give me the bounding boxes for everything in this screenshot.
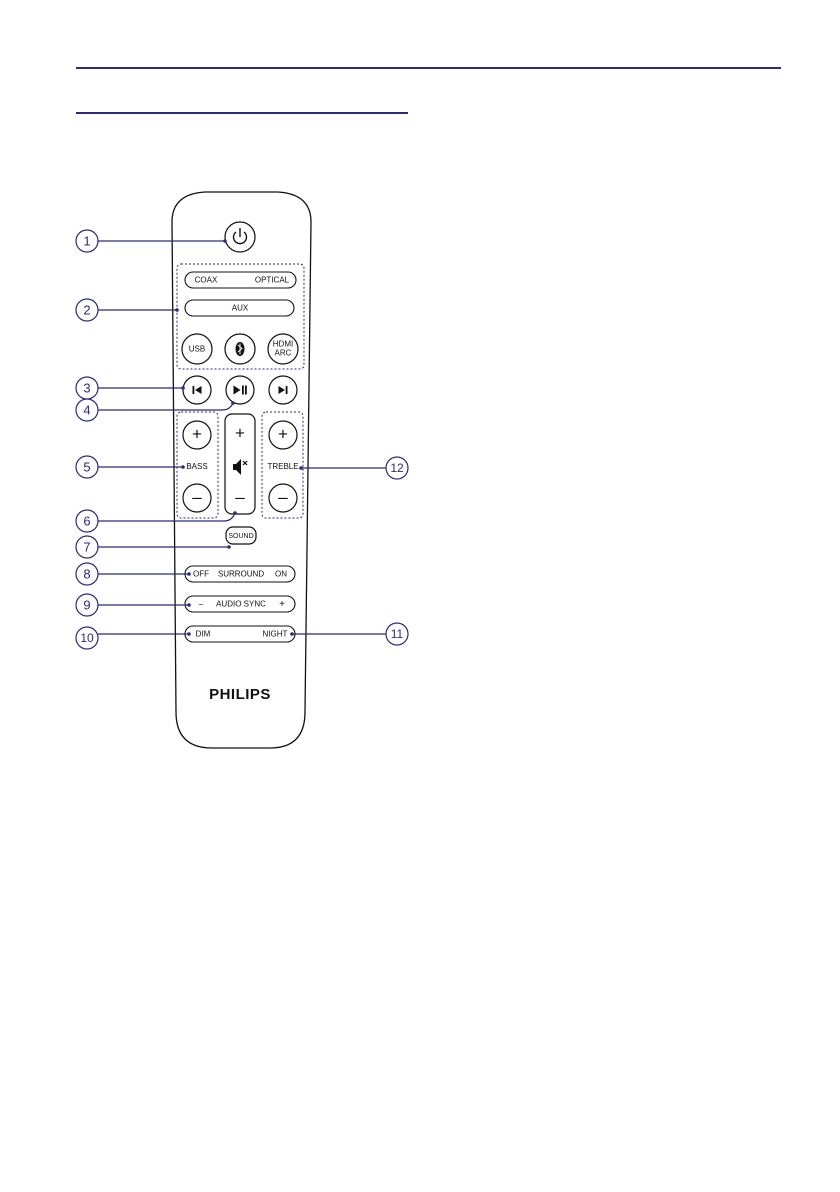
callout-6-number: 6 <box>83 514 90 529</box>
bluetooth-icon <box>236 342 245 356</box>
callout-8: 8 <box>76 563 98 585</box>
arc-label: ARC <box>275 349 292 358</box>
callout-9: 9 <box>76 594 98 616</box>
callout-7-number: 7 <box>83 540 90 555</box>
audio-sync-label: AUDIO SYNC <box>216 600 266 609</box>
leader-dot-9 <box>187 603 191 607</box>
aux-label: AUX <box>232 304 249 313</box>
callout-1: 1 <box>76 230 98 252</box>
leader-dot-5 <box>181 465 185 469</box>
sound-button[interactable]: SOUND <box>226 527 256 544</box>
aux-button[interactable]: AUX <box>185 300 294 316</box>
sound-label: SOUND <box>228 533 253 540</box>
surround-on-label: ON <box>275 570 287 579</box>
leader-dot-6 <box>233 511 237 515</box>
callout-5: 5 <box>76 456 98 478</box>
usb-label: USB <box>189 345 205 354</box>
leader-dot-7 <box>227 545 231 549</box>
bass-minus-button[interactable]: – <box>183 484 211 512</box>
bass-minus-label: – <box>192 487 202 506</box>
callout-11-number: 11 <box>391 627 404 641</box>
bass-label: BASS <box>186 462 207 471</box>
callout-3: 3 <box>76 377 98 399</box>
callout-8-number: 8 <box>83 567 90 582</box>
audio-sync-minus-label: – <box>199 600 204 609</box>
leader-dot-8 <box>187 572 191 576</box>
leader-dot-2 <box>175 308 179 312</box>
usb-button[interactable]: USB <box>182 334 212 364</box>
callout-4: 4 <box>76 399 98 421</box>
dim-label: DIM <box>196 630 211 639</box>
callout-3-number: 3 <box>83 381 90 396</box>
callout-10: 10 <box>76 627 98 649</box>
leader-dot-1 <box>223 239 227 243</box>
hdmi-arc-button[interactable]: HDMI ARC <box>268 334 298 364</box>
bass-plus-label: + <box>192 424 202 443</box>
night-label: NIGHT <box>263 630 288 639</box>
surround-label: SURROUND <box>218 570 264 579</box>
power-button[interactable] <box>225 222 255 252</box>
leader-dot-3 <box>181 386 185 390</box>
leader-dot-10 <box>187 632 191 636</box>
play-pause-button[interactable] <box>226 376 254 404</box>
coax-label: COAX <box>195 276 218 285</box>
leader-dot-4 <box>231 401 235 405</box>
callout-7: 7 <box>76 536 98 558</box>
next-button[interactable] <box>269 376 297 404</box>
callout-12-number: 12 <box>390 461 404 475</box>
surround-button[interactable]: OFF SURROUND ON <box>185 566 295 582</box>
callout-2: 2 <box>76 299 98 321</box>
callout-12: 12 <box>386 457 408 479</box>
bass-plus-button[interactable]: + <box>183 421 211 449</box>
callout-4-number: 4 <box>83 403 90 418</box>
callout-5-number: 5 <box>83 460 90 475</box>
callout-6: 6 <box>76 510 98 532</box>
bluetooth-button[interactable] <box>225 334 255 364</box>
coax-optical-button[interactable]: COAX OPTICAL <box>185 272 296 288</box>
treble-plus-button[interactable]: + <box>269 421 297 449</box>
callout-2-number: 2 <box>83 303 90 318</box>
callout-1-number: 1 <box>83 234 90 249</box>
volume-rocker[interactable]: + – <box>225 414 255 514</box>
previous-button[interactable] <box>183 376 211 404</box>
hdmi-label: HDMI <box>273 340 293 349</box>
treble-plus-label: + <box>278 424 288 443</box>
leader-dot-12 <box>299 466 303 470</box>
audio-sync-plus-label: + <box>279 599 285 610</box>
optical-label: OPTICAL <box>255 276 290 285</box>
callout-11: 11 <box>386 623 408 645</box>
surround-off-label: OFF <box>193 570 209 579</box>
audio-sync-button[interactable]: – AUDIO SYNC + <box>185 596 295 612</box>
leader-dot-11 <box>290 632 294 636</box>
volume-plus-label: + <box>235 423 245 442</box>
callout-9-number: 9 <box>83 598 90 613</box>
treble-minus-button[interactable]: – <box>269 484 297 512</box>
volume-minus-label: – <box>235 487 245 506</box>
dim-night-button[interactable]: DIM NIGHT <box>185 626 295 642</box>
treble-minus-label: – <box>278 487 288 506</box>
treble-label: TREBLE <box>267 462 298 471</box>
callout-10-number: 10 <box>80 631 94 645</box>
brand-logo: PHILIPS <box>209 686 271 703</box>
